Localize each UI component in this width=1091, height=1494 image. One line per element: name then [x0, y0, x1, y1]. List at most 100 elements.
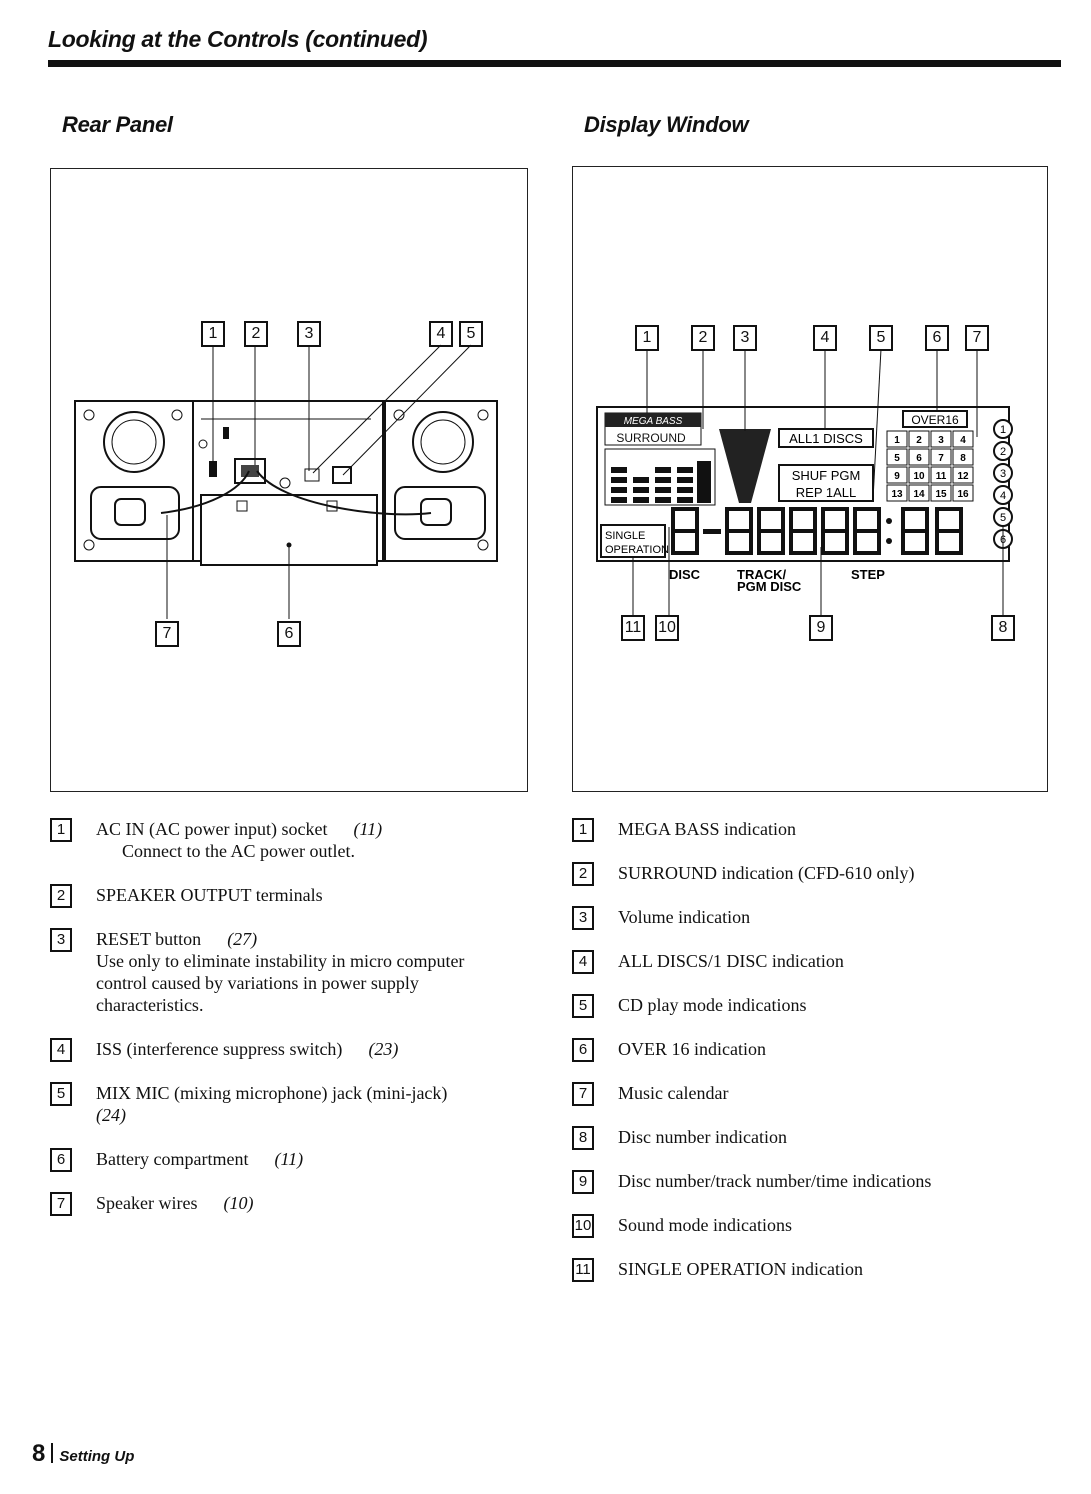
display-legend-number: 3: [572, 906, 594, 930]
calendar-cell: [908, 484, 930, 502]
seven-segment-digit: [671, 507, 699, 555]
calendar-number: 13: [891, 489, 903, 500]
lcd-operation: OPERATION: [605, 544, 669, 556]
calendar-cell: [886, 484, 908, 502]
rear-legend-label-text: Speaker wires: [96, 1193, 198, 1213]
rear-legend-label: MIX MIC (mixing microphone) jack (mini-j…: [96, 1082, 447, 1104]
rear-legend-number: 4: [50, 1038, 72, 1062]
rear-callout-7: 7: [155, 621, 179, 647]
lcd-all-discs: ALL1 DISCS: [789, 431, 863, 446]
display-legend-label: OVER 16 indication: [618, 1039, 766, 1059]
rear-legend-label: AC IN (AC power input) socket(11): [96, 818, 382, 840]
display-legend-number: 6: [572, 1038, 594, 1062]
display-legend-label: Music calendar: [618, 1083, 729, 1103]
calendar-number: 9: [894, 471, 900, 482]
rear-legend-label: ISS (interference suppress switch)(23): [96, 1038, 398, 1060]
rear-legend-label: SPEAKER OUTPUT terminals: [96, 884, 323, 906]
rear-legend-label: Speaker wires (10): [96, 1192, 253, 1214]
seven-segment-colon: [886, 538, 892, 544]
page-header-title: Looking at the Controls (continued): [48, 26, 428, 52]
seven-segment-colon: [886, 518, 892, 524]
calendar-number: 6: [916, 453, 922, 464]
display-legend-label: ALL DISCS/1 DISC indication: [618, 951, 844, 971]
rear-legend-number: 1: [50, 818, 72, 842]
display-callout-11: 11: [621, 615, 645, 641]
lcd-pgm-disc-label: PGM DISC: [737, 579, 802, 594]
rear-callout-1: 1: [201, 321, 225, 347]
rear-legend-page-ref: (11): [353, 819, 383, 839]
rear-legend-number: 6: [50, 1148, 72, 1172]
seven-segment-digit: [821, 507, 849, 555]
rear-legend-page-ref: (10): [223, 1193, 254, 1213]
disc-number-indicator: [993, 463, 1013, 483]
rear-callout-6: 6: [277, 621, 301, 647]
rear-legend-page-ref: (11): [274, 1149, 304, 1169]
lcd-surround: SURROUND: [616, 431, 686, 445]
rear-legend-description: Use only to eliminate instability in mic…: [96, 951, 465, 1015]
rear-callout-4: 4: [429, 321, 453, 347]
rear-legend-number: 3: [50, 928, 72, 952]
calendar-cell: [886, 466, 908, 484]
calendar-cell: [930, 448, 952, 466]
display-window-illustration: MEGA BASS SURROUND ALL1 DISCS SHUF PGM R…: [596, 348, 1013, 615]
lcd-step-label: STEP: [851, 567, 885, 582]
seven-segment-display: [671, 507, 963, 555]
calendar-number: 4: [960, 435, 966, 446]
display-legend-number: 1: [572, 818, 594, 842]
display-window-title: Display Window: [584, 112, 749, 137]
seven-segment-digit: [901, 507, 929, 555]
calendar-cell: [952, 466, 974, 484]
rear-legend-label-text: SPEAKER OUTPUT terminals: [96, 885, 323, 905]
disc-number-label: 1: [1000, 424, 1006, 436]
display-callout-6: 6: [925, 325, 949, 351]
disc-number-indicator: [993, 441, 1013, 461]
disc-number-indicator: [993, 419, 1013, 439]
rear-panel-title: Rear Panel: [62, 112, 173, 137]
display-callout-4: 4: [813, 325, 837, 351]
disc-number-label: 3: [1000, 468, 1006, 480]
disc-number-indicator: [993, 485, 1013, 505]
calendar-cell: [886, 430, 908, 448]
rear-legend-label-text: Battery compartment: [96, 1149, 249, 1169]
disc-number-label: 4: [1000, 490, 1006, 502]
disc-number-label: 2: [1000, 446, 1006, 458]
seven-segment-digit: [935, 507, 963, 555]
display-legend-label: Disc number indication: [618, 1127, 787, 1147]
seven-segment-dash: [703, 529, 721, 534]
lcd-track-label: TRACK/: [737, 567, 786, 582]
calendar-number: 15: [935, 489, 947, 500]
lcd-rep-all: REP 1ALL: [796, 485, 856, 500]
rear-legend-number: 7: [50, 1192, 72, 1216]
footer-section: Setting Up: [59, 1448, 135, 1465]
calendar-cell: [930, 484, 952, 502]
calendar-number: 2: [916, 435, 922, 446]
display-legend-number: 2: [572, 862, 594, 886]
header-rule: [48, 60, 1061, 67]
rear-legend-page-ref: (23): [368, 1039, 399, 1059]
lcd-single: SINGLE: [605, 530, 645, 542]
display-callout-8: 8: [991, 615, 1015, 641]
display-legend-label: CD play mode indications: [618, 995, 807, 1015]
display-legend-label: SINGLE OPERATION indication: [618, 1259, 863, 1279]
lcd-mega-bass: MEGA BASS: [624, 416, 683, 427]
seven-segment-digit: [757, 507, 785, 555]
display-callout-1: 1: [635, 325, 659, 351]
display-callout-7: 7: [965, 325, 989, 351]
display-callout-9: 9: [809, 615, 833, 641]
calendar-number: 12: [957, 471, 969, 482]
seven-segment-digit: [853, 507, 881, 555]
rear-legend-label-text: RESET button: [96, 929, 202, 949]
calendar-number: 14: [913, 489, 925, 500]
seven-segment-digit: [789, 507, 817, 555]
display-legend-number: 11: [572, 1258, 594, 1282]
display-callout-10: 10: [655, 615, 679, 641]
calendar-number: 10: [913, 471, 925, 482]
rear-panel-figure: 1 2 3 4 5 7 6: [50, 168, 528, 792]
rear-legend-label: Battery compartment (11): [96, 1148, 303, 1170]
rear-legend-page-ref: (27): [227, 929, 258, 949]
display-legend-label: Volume indication: [618, 907, 751, 927]
display-window-figure: MEGA BASS SURROUND ALL1 DISCS SHUF PGM R…: [572, 166, 1048, 792]
display-callout-2: 2: [691, 325, 715, 351]
rear-callout-3: 3: [297, 321, 321, 347]
